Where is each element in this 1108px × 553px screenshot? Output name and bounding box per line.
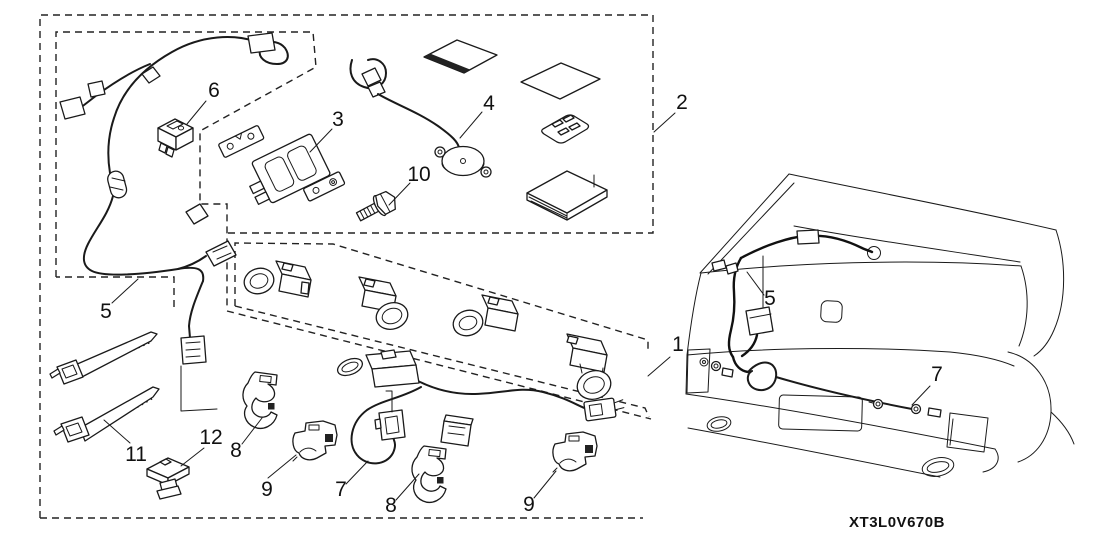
part-code-label: XT3L0V670B xyxy=(849,514,945,531)
bumper-sensor xyxy=(710,360,722,372)
car-bumper-wire xyxy=(775,376,913,410)
harness-clip-8 xyxy=(411,445,447,504)
main-harness-drawing xyxy=(59,32,289,412)
parking-sensor-drawing xyxy=(358,276,409,330)
lower-box-top-outline xyxy=(226,310,652,420)
callout-2: 2 xyxy=(676,91,688,114)
sub-harness-drawing xyxy=(336,349,625,465)
instruction-booklet-drawing xyxy=(526,170,608,221)
bumper-sensor xyxy=(872,398,884,410)
callout-8b: 8 xyxy=(385,494,397,517)
sensor-band-outline-bottom xyxy=(234,305,650,418)
parking-sensor-drawing xyxy=(452,294,519,337)
tail-light xyxy=(946,412,989,453)
callout-6: 6 xyxy=(208,79,220,102)
harness-tape-clip xyxy=(141,66,161,84)
harness-connector xyxy=(247,32,276,54)
kit-box-outline xyxy=(39,14,654,518)
harness-connector xyxy=(87,80,106,98)
car-harness-slack-coil xyxy=(746,361,778,392)
exhaust-tip xyxy=(921,457,955,477)
callout-11: 11 xyxy=(125,443,147,466)
harness-box-outline xyxy=(55,31,317,307)
callout-7: 7 xyxy=(335,478,347,501)
harness-connector xyxy=(180,335,207,365)
harness-box-outline-b xyxy=(56,276,175,307)
callout-7-car: 7 xyxy=(931,363,943,386)
harness-connector xyxy=(59,96,86,120)
harness-clip-9 xyxy=(552,431,598,473)
buzzer-drawing xyxy=(349,58,492,178)
bumper-sensor xyxy=(910,403,922,415)
control-unit-bracket-left xyxy=(218,125,265,158)
car-harness-wire xyxy=(739,234,874,260)
harness-clip-9 xyxy=(292,420,338,462)
control-unit-drawing xyxy=(218,125,346,205)
sensor-band-outline-top xyxy=(234,242,649,352)
harness-end-loop xyxy=(258,40,289,65)
callout-10: 10 xyxy=(407,163,430,186)
fuse-holder-drawing xyxy=(157,118,194,158)
car-harness-wire xyxy=(727,256,743,359)
callout-12: 12 xyxy=(199,426,222,449)
callout-5: 5 xyxy=(100,300,112,323)
bolt-drawing xyxy=(355,190,396,222)
mating-indicator-line xyxy=(180,365,218,412)
harness-connector xyxy=(185,203,209,225)
harness-connector xyxy=(205,240,237,267)
car-harness-wire xyxy=(731,355,750,374)
callout-9b: 9 xyxy=(523,493,535,516)
exhaust-tip xyxy=(706,416,732,432)
callout-3: 3 xyxy=(332,108,344,131)
parking-sensor-drawing xyxy=(243,260,312,298)
license-plate-recess xyxy=(778,394,863,432)
callout-5-car: 5 xyxy=(764,287,776,310)
car-rear-view-drawing xyxy=(685,173,1075,478)
template-sheet xyxy=(520,62,601,100)
cable-ties-drawing xyxy=(49,331,160,443)
sub-harness-connector xyxy=(378,409,406,441)
control-unit-bracket-right xyxy=(303,171,346,202)
callout-9: 9 xyxy=(261,478,273,501)
abrasive-strip xyxy=(424,53,470,73)
sub-harness-connector xyxy=(583,397,625,422)
callout-4: 4 xyxy=(483,92,495,115)
tail-light xyxy=(686,348,711,394)
template-sheets-drawing xyxy=(423,39,601,144)
callout-labels: 2 3 4 6 10 5 11 12 8 9 7 8 9 1 5 7 xyxy=(100,79,943,517)
parking-sensor-drawing xyxy=(566,333,612,400)
emblem xyxy=(820,300,843,323)
harness-grommet xyxy=(107,170,128,199)
dashed-group-boxes xyxy=(39,14,654,519)
callout-8: 8 xyxy=(230,439,242,462)
mating-indicator-line xyxy=(385,390,393,413)
template-sheet xyxy=(423,39,498,74)
callout-1: 1 xyxy=(672,333,684,356)
wire-clip-drawing xyxy=(146,457,190,500)
callout-leader-lines xyxy=(103,100,931,501)
